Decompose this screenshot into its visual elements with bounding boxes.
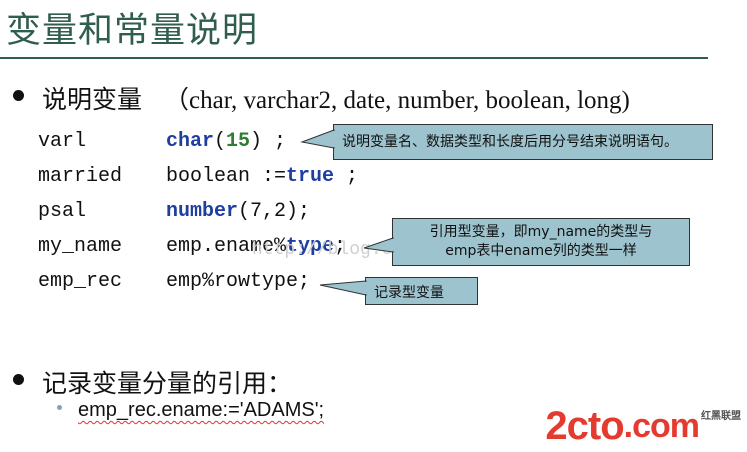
title-rule	[0, 57, 708, 59]
code-text: ) ;	[250, 130, 287, 153]
code-text: ;	[334, 165, 359, 188]
callout-reference-line-2: emp表中ename列的类型一样	[445, 243, 637, 259]
callout-reference-pointer	[363, 237, 394, 253]
site-logo: 2cto .com 红黑联盟	[545, 404, 741, 446]
bullet-1-label: 说明变量	[42, 87, 143, 114]
code-text: boolean :=	[166, 165, 287, 188]
callout-record-type: 记录型变量	[365, 277, 478, 305]
bullet-dot-1	[13, 90, 24, 101]
code-keyword: char	[166, 130, 215, 153]
slide-title: 变量和常量说明	[6, 11, 259, 51]
bullet-dot-2	[13, 374, 24, 385]
code-keyword: true	[286, 165, 335, 188]
code-text: (	[214, 130, 227, 153]
callout-reference-line-1: 引用型变量，即my_name的类型与	[429, 224, 653, 240]
callout-declaration-pointer	[300, 129, 335, 149]
callout-reference-type: 引用型变量，即my_name的类型与 emp表中ename列的类型一样	[392, 218, 690, 266]
code-declaration: emp%rowtype;	[166, 270, 310, 293]
callout-declaration-text: 说明变量名、数据类型和长度后用分号结束说明语句。	[342, 134, 678, 150]
callout-record-pointer	[319, 280, 367, 296]
code-var-name: psal	[38, 200, 87, 223]
code-number: 15	[226, 130, 251, 153]
logo-suffix: .com	[623, 407, 700, 445]
sub-bullet-dot	[57, 405, 62, 410]
code-var-name: my_name	[38, 235, 123, 258]
logo-main: 2cto	[545, 404, 624, 448]
bullet-1: 说明变量 （char, varchar2, date, number, boole…	[42, 80, 630, 116]
record-field-example: emp_rec.ename:='ADAMS';	[78, 399, 325, 421]
bullet-1-types: （char, varchar2, date, number, boolean, …	[164, 87, 630, 114]
code-keyword: number	[166, 200, 239, 223]
code-declaration: number(7,2);	[166, 200, 310, 223]
code-var-name: married	[38, 165, 123, 188]
code-text: ;	[334, 235, 347, 258]
code-keyword: type	[286, 235, 335, 258]
code-var-name: varl	[38, 130, 87, 153]
code-text: (7,2);	[238, 200, 311, 223]
bullet-2-label: 记录变量分量的引用：	[42, 371, 293, 398]
callout-declaration: 说明变量名、数据类型和长度后用分号结束说明语句。	[333, 124, 713, 160]
code-declaration: emp.ename%type;	[166, 235, 346, 258]
code-declaration: char(15) ;	[166, 130, 286, 153]
code-text: emp%rowtype;	[166, 270, 311, 293]
logo-side-text: 红黑联盟	[701, 411, 741, 422]
callout-record-text: 记录型变量	[374, 285, 444, 301]
code-declaration: boolean :=true ;	[166, 165, 358, 188]
code-text: emp.ename%	[166, 235, 287, 258]
code-var-name: emp_rec	[38, 270, 123, 293]
